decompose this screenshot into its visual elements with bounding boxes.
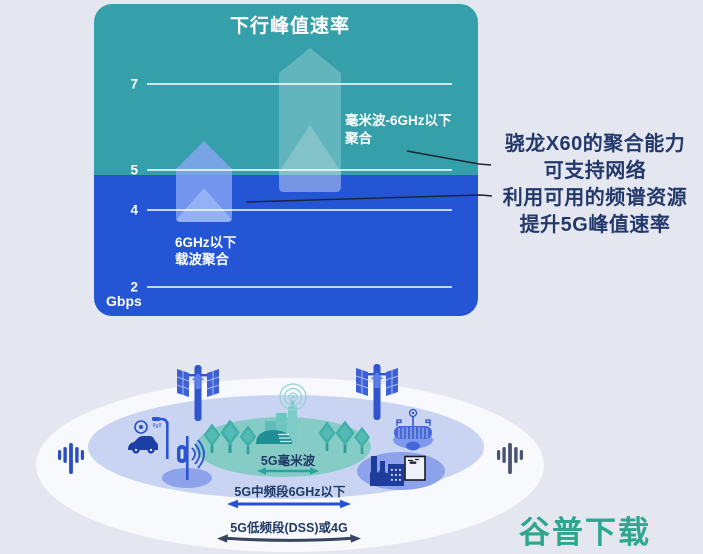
- factory-icon: [370, 456, 404, 486]
- annotation-line: 骁龙X60的聚合能力: [504, 133, 686, 155]
- band-low: 5G低频段(DSS)或4G: [217, 520, 361, 543]
- 5g-coverage-scene: 5G毫米波 5G中频段6GHz以下 5G低频段(DSS)或4G: [36, 363, 544, 552]
- band-mid: 5G中频段6GHz以下: [227, 484, 351, 509]
- tick-5: 5: [130, 163, 138, 178]
- downlink-peak-rate-chart: 7 5 4 2 Gbps 下行峰值速率 毫米波-6GHz以下 聚合 6GHz以下…: [94, 4, 478, 316]
- mmwave-arrow-label-line2: 聚合: [344, 130, 372, 146]
- annotation-line: 利用可用的频谱资源: [502, 187, 688, 209]
- mmwave-zone-background: [94, 4, 478, 176]
- sub6-arrow-label-line2: 载波聚合: [175, 251, 229, 267]
- band-low-label: 5G低频段(DSS)或4G: [230, 520, 347, 535]
- stadium-icon: [393, 408, 433, 451]
- annotation-line: 提升5G峰值速率: [519, 214, 671, 236]
- sub6-arrow-label-line1: 6GHz以下: [175, 235, 237, 250]
- city-buildings-icon: [256, 401, 297, 444]
- tick-4: 4: [130, 203, 138, 218]
- tick-2: 2: [130, 280, 138, 295]
- small-cell-icon: [177, 436, 205, 480]
- annotation-line: 可支持网络: [543, 160, 647, 182]
- gridlines: [147, 83, 452, 288]
- band-mmwave: 5G毫米波: [257, 453, 319, 475]
- sub6-zone-background: [94, 175, 478, 316]
- mmwave-arrow-label-line1: 毫米波-6GHz以下: [345, 112, 452, 128]
- connected-car-icon: [128, 420, 158, 454]
- broadcast-signal-icon: [279, 383, 307, 411]
- axis-unit-label: Gbps: [106, 293, 142, 309]
- band-mmwave-label: 5G毫米波: [261, 453, 316, 468]
- band-mid-label: 5G中频段6GHz以下: [234, 484, 346, 499]
- sub6-aggregation-arrow: [176, 141, 232, 222]
- drone-icon: [404, 455, 426, 481]
- street-lamp-icon: [152, 417, 169, 459]
- tick-7: 7: [130, 77, 138, 92]
- chart-title: 下行峰值速率: [230, 14, 350, 37]
- snapdragon-x60-annotation: 骁龙X60的聚合能力 可支持网络 利用可用的频谱资源 提升5G峰值速率: [484, 131, 703, 239]
- site-watermark: 谷普下载: [519, 515, 651, 550]
